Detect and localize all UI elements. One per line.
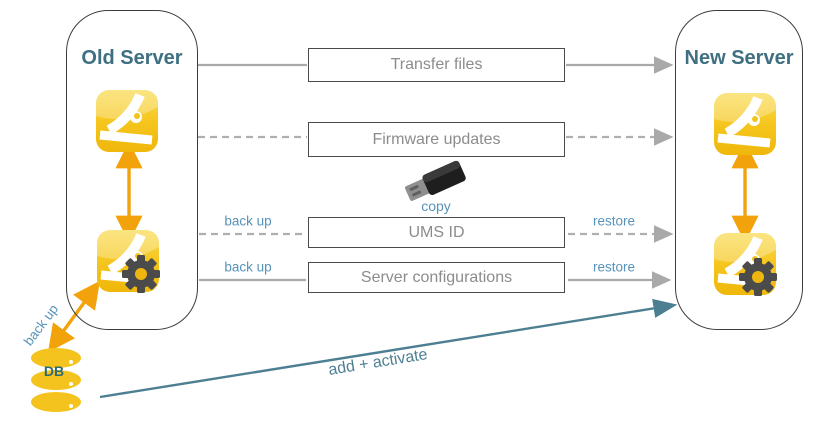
configs-restore-label: restore (592, 259, 636, 275)
ums-id-box: UMS ID (308, 217, 565, 248)
new-server-box: New Server (675, 10, 803, 330)
transfer-files-label: Transfer files (390, 56, 483, 73)
firmware-updates-box: Firmware updates (308, 122, 565, 157)
configs-backup-label: back up (224, 259, 272, 275)
transfer-files-box: Transfer files (308, 48, 565, 82)
firmware-updates-label: Firmware updates (372, 130, 501, 148)
db-label: DB (43, 363, 65, 379)
old-server-box: Old Server (66, 10, 198, 330)
server-configurations-box: Server configurations (308, 262, 565, 293)
add-activate-arrow (99, 298, 678, 399)
ums-restore-label: restore (592, 213, 636, 229)
ums-backup-label: back up (224, 213, 272, 229)
server-configurations-label: Server configurations (360, 268, 513, 286)
ums-id-label: UMS ID (408, 223, 465, 241)
usb-stick-icon (404, 160, 466, 201)
database-icon (31, 348, 81, 412)
usb-copy-label: copy (421, 198, 451, 214)
old-server-title: Old Server (81, 47, 183, 69)
new-server-title: New Server (684, 47, 794, 69)
